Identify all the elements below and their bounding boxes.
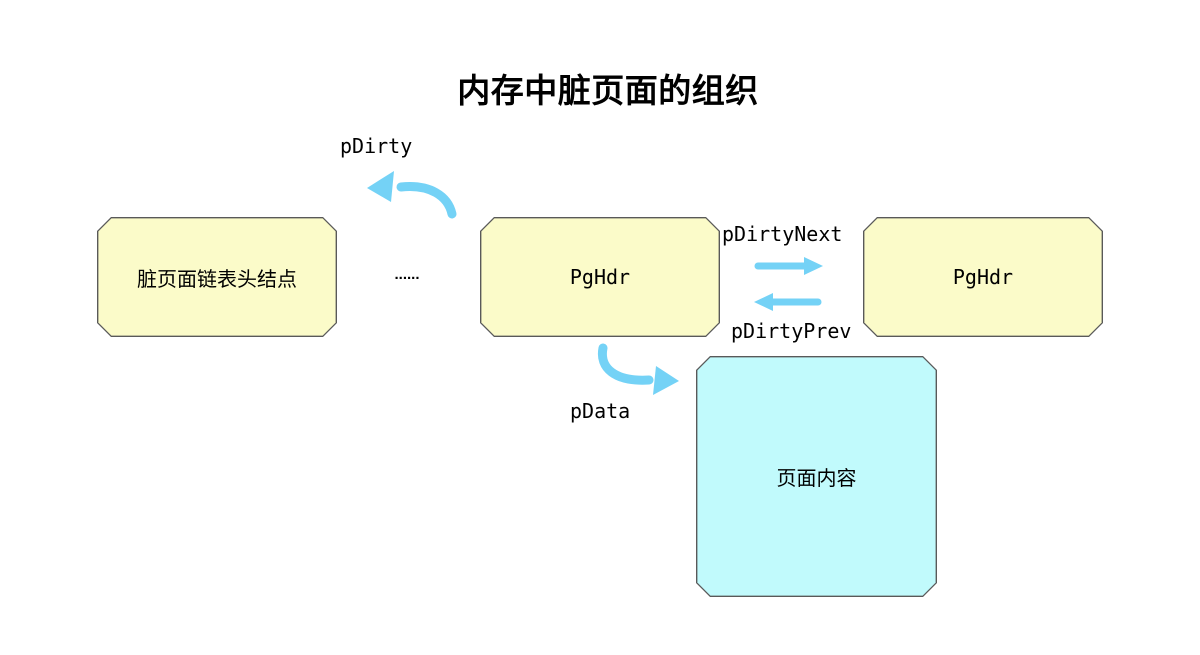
node-pghdr-middle: PgHdr (480, 217, 720, 337)
node-fill (864, 218, 1101, 335)
node-label: PgHdr (569, 265, 631, 289)
pdirty-prev-arrow-icon (754, 293, 822, 311)
node-fill (98, 218, 335, 335)
pdirty-label: pDirty (340, 134, 413, 158)
list-ellipsis: ...... (394, 266, 420, 283)
pdata-arrow-icon (597, 343, 679, 395)
pdirty-prev-label: pDirtyPrev (731, 319, 852, 343)
node-label: 脏页面链表头结点 (137, 268, 297, 291)
pdirty-next-label: pDirtyNext (722, 222, 843, 246)
node-dirty-list-head: 脏页面链表头结点 (97, 217, 337, 337)
node-fill (481, 218, 718, 335)
pdirty-arrow-icon (367, 171, 457, 219)
node-fill (697, 357, 935, 595)
pdirty-next-arrow-icon (754, 257, 823, 275)
node-label: PgHdr (952, 265, 1014, 289)
node-pghdr-right: PgHdr (863, 217, 1103, 337)
node-label: 页面内容 (776, 468, 857, 490)
page-title: 内存中脏页面的组织 (457, 72, 759, 109)
node-page-content: 页面内容 (696, 356, 937, 597)
pdata-label: pData (570, 399, 631, 423)
